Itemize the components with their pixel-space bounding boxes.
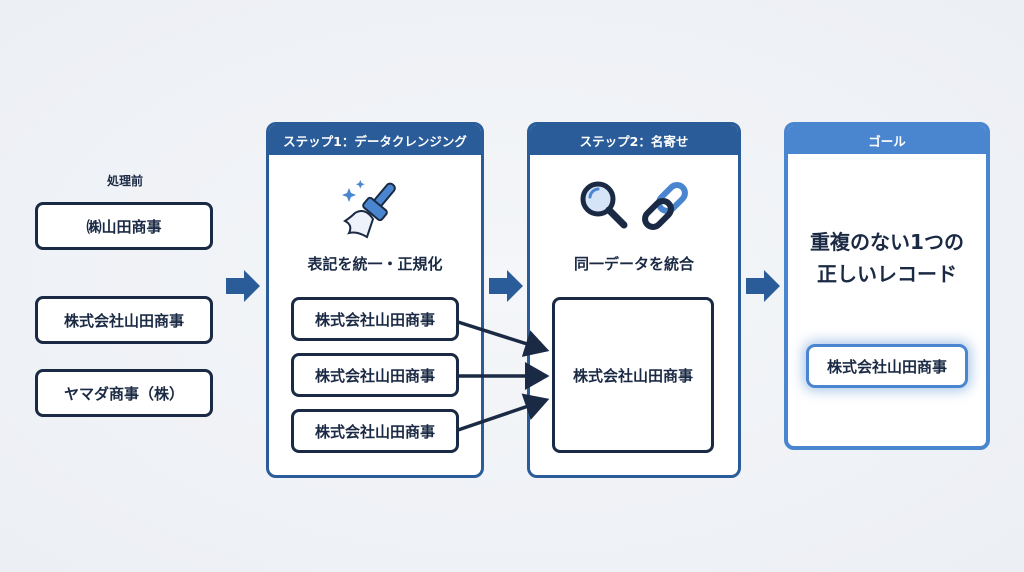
step2-panel: ステップ2：名寄せ 同一データを統合 株式会社山田商事 <box>527 122 741 478</box>
goal-header: ゴール <box>788 126 986 154</box>
step1-header: ステップ1：データクレンジング <box>269 125 481 155</box>
flow-arrow-2-icon <box>489 270 523 302</box>
step1-record-3: 株式会社山田商事 <box>291 409 459 453</box>
link-icon <box>642 182 688 230</box>
step1-record-1: 株式会社山田商事 <box>291 297 459 341</box>
step2-header: ステップ2：名寄せ <box>530 125 738 155</box>
step1-subtitle: 表記を統一・正規化 <box>307 255 443 273</box>
goal-title-line2: 正しいレコード <box>817 262 957 286</box>
step1-record-2: 株式会社山田商事 <box>291 353 459 397</box>
goal-panel: ゴール 重複のない1つの 正しいレコード 株式会社山田商事 <box>784 122 990 450</box>
before-label: 処理前 <box>106 174 143 188</box>
broom-sparkle-icon <box>342 180 396 239</box>
goal-title-line1: 重複のない1つの <box>810 230 964 254</box>
step2-subtitle: 同一データを統合 <box>573 255 694 273</box>
before-record-3: ヤマダ商事（株） <box>35 369 213 417</box>
before-record-2: 株式会社山田商事 <box>35 296 213 344</box>
before-record-1: ㈱山田商事 <box>35 202 213 250</box>
goal-record: 株式会社山田商事 <box>806 344 968 388</box>
merged-record: 株式会社山田商事 <box>552 297 714 453</box>
flow-arrow-3-icon <box>746 270 780 302</box>
step1-panel: ステップ1：データクレンジング 表記を統一・正規化 株式会社山田商事 株式会社山… <box>266 122 484 478</box>
flow-arrow-1-icon <box>226 270 260 302</box>
magnifier-icon <box>580 181 628 229</box>
